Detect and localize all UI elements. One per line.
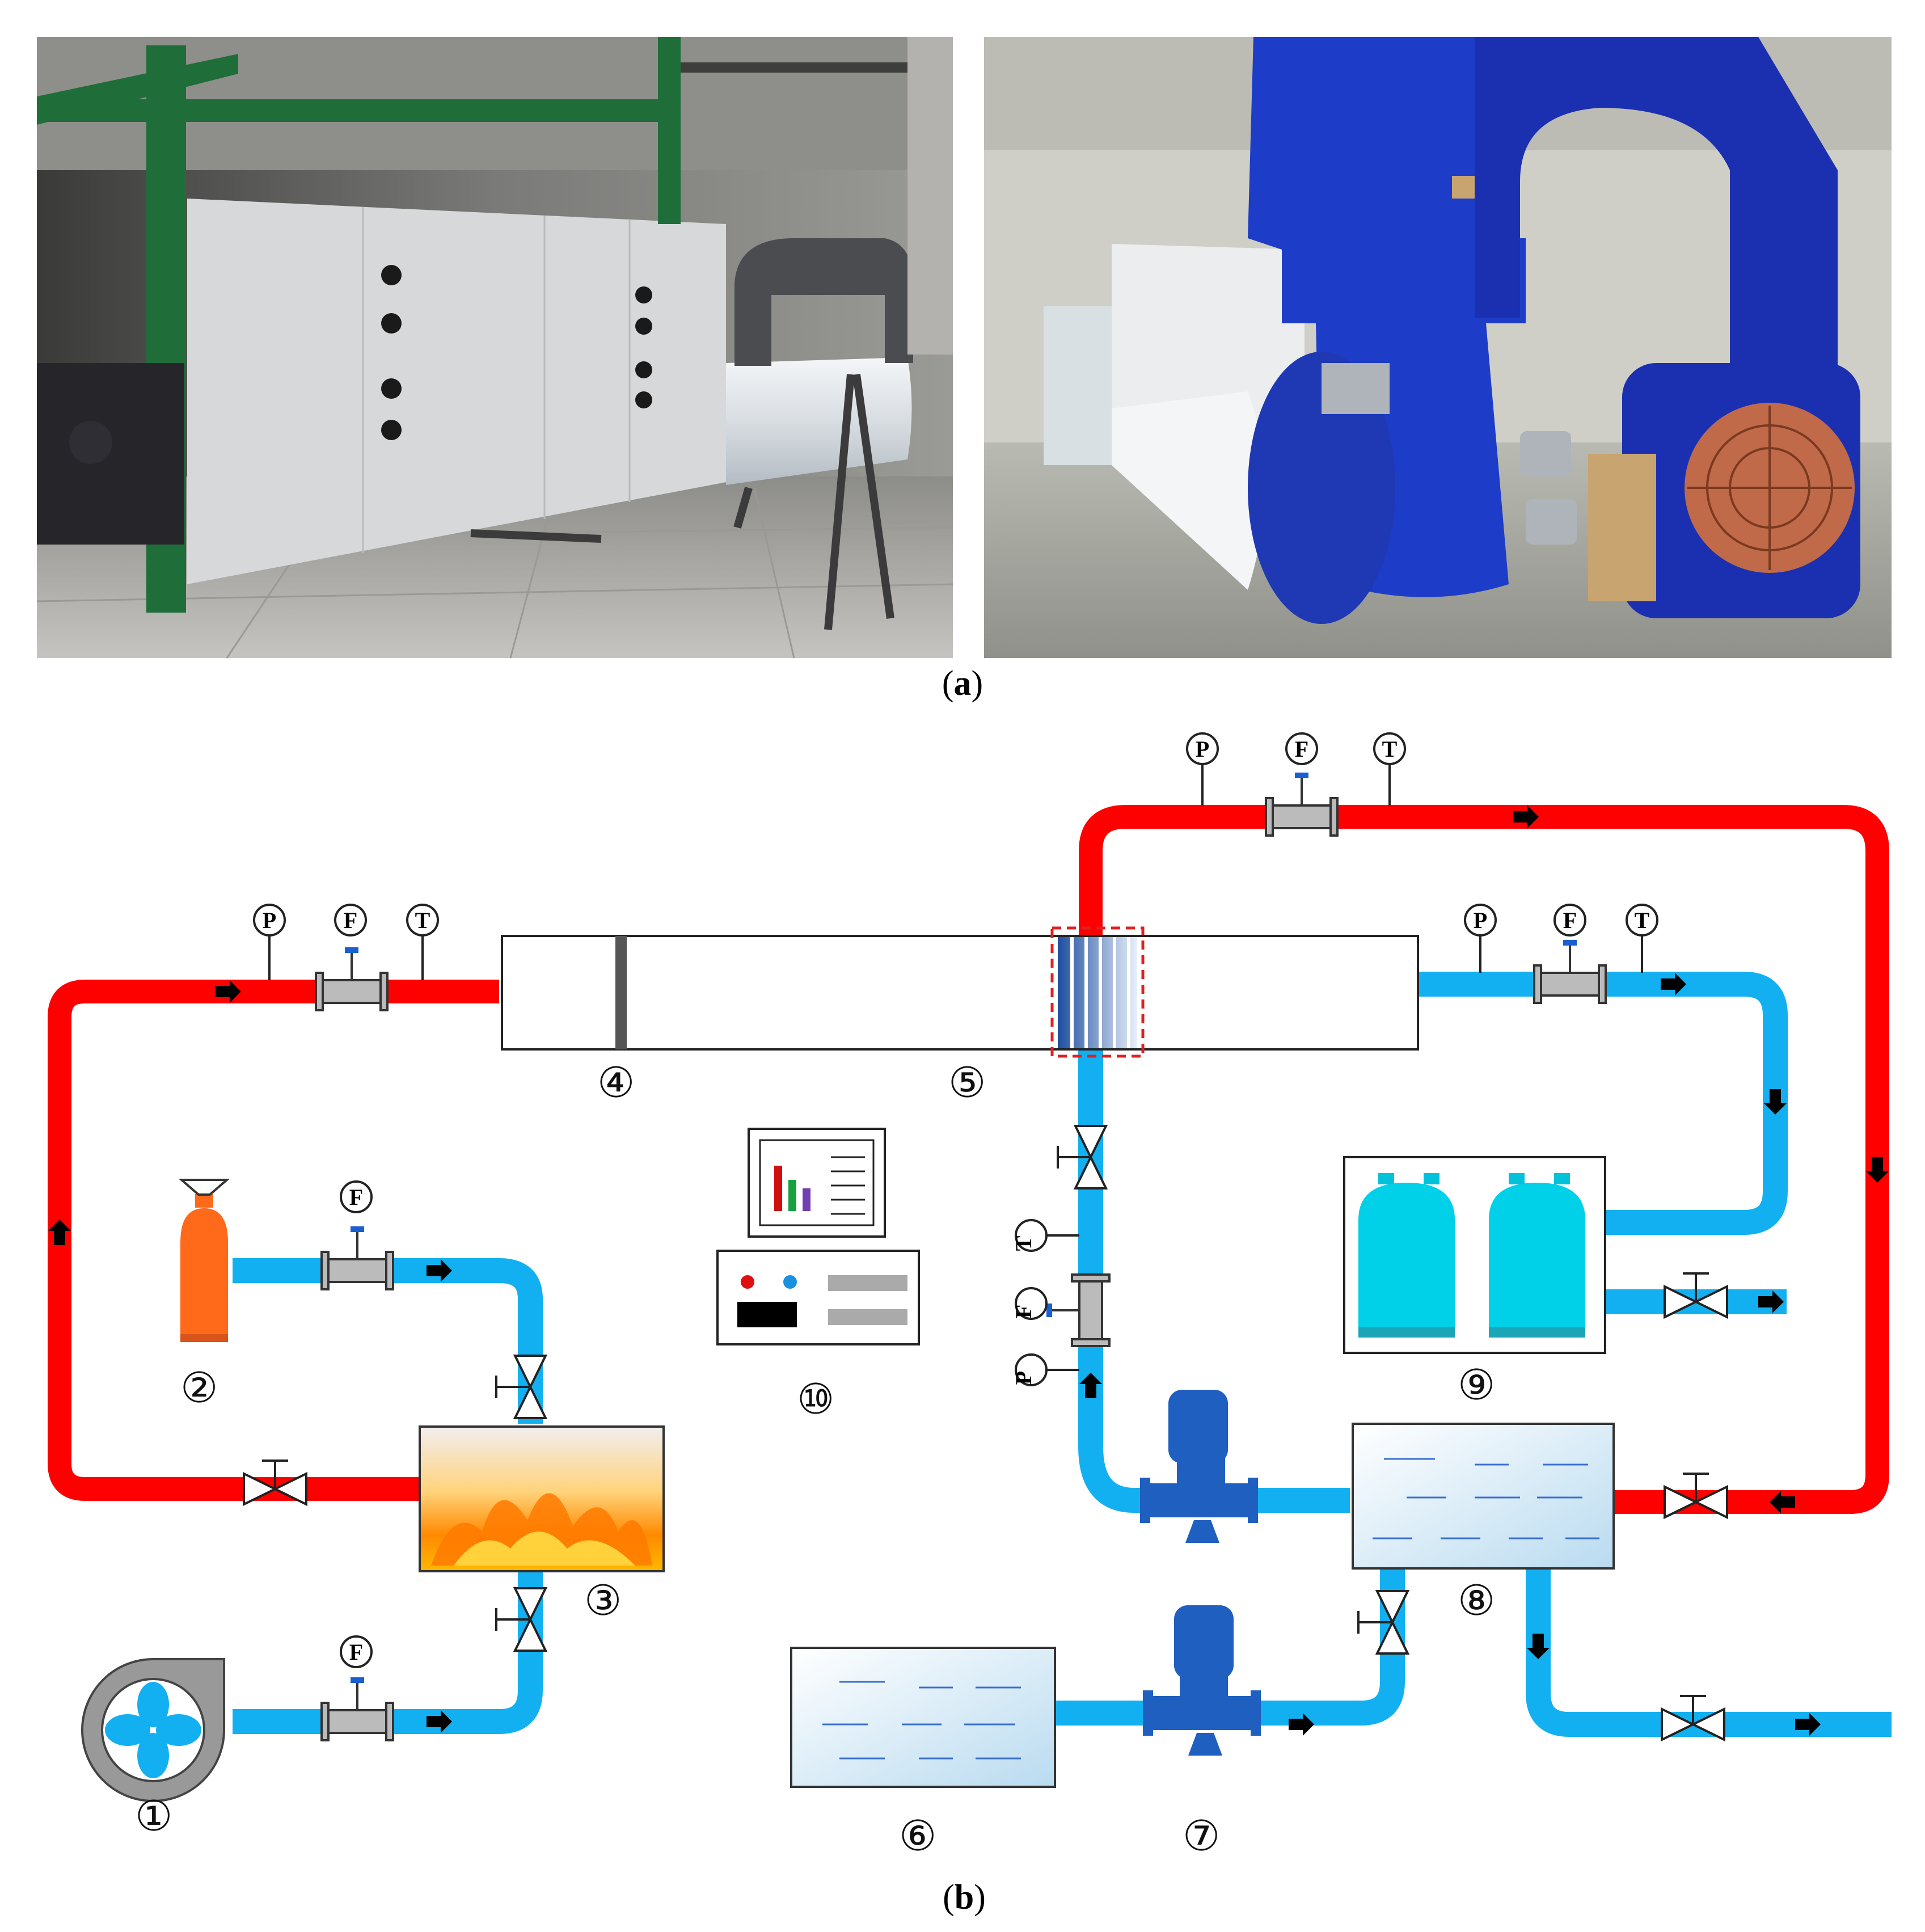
cold-pipes: [233, 972, 1892, 1737]
water-lines-6: [822, 1681, 1021, 1760]
water-tank: [790, 1647, 1056, 1788]
flow-gauge-letter: F: [349, 1184, 363, 1210]
photo-right: [984, 37, 1892, 658]
pressure-gauge-letter: P: [1474, 908, 1487, 933]
data-acquisition: [716, 1128, 920, 1345]
pressure-gauge-letter: P: [263, 908, 276, 933]
circulation-pump: [1140, 1390, 1258, 1543]
label-duct-plate: ④: [597, 1058, 635, 1107]
label-cylinders: ⑨: [1458, 1361, 1496, 1410]
sensor-ports: [381, 265, 652, 440]
burners: [1322, 363, 1577, 545]
flow-gauge-letter: F: [1295, 736, 1308, 762]
temperature-gauge-letter: T: [1635, 908, 1650, 933]
exhaust-arch: [734, 238, 913, 366]
combustor: [419, 1425, 665, 1572]
photo-left: [36, 37, 953, 659]
pressure-gauge-letter: P: [1196, 736, 1209, 762]
label-hot-water-tank: ⑧: [1458, 1576, 1496, 1625]
label-duct: ⑤: [948, 1058, 986, 1107]
duct-plate: [615, 936, 627, 1049]
flow-gauge-letter: F: [349, 1639, 363, 1665]
hot-pipe-left: [48, 980, 499, 1501]
label-combustor: ③: [584, 1576, 622, 1625]
water-lines-8: [1373, 1458, 1599, 1539]
hot-water-tank: [1352, 1423, 1615, 1570]
caption-close: ): [974, 1878, 986, 1917]
caption-open: (: [943, 1878, 955, 1917]
diagram-caption: (b): [930, 1878, 998, 1918]
label-blower: ①: [135, 1792, 173, 1841]
cylinder-cover: [1112, 391, 1265, 590]
sensor-gauges: P F T F F P F T P F T T F P: [253, 732, 1658, 1668]
caption-open: (: [942, 664, 954, 703]
temperature-gauge-letter: T: [1011, 1235, 1036, 1251]
support-stands: [470, 374, 894, 630]
caption-letter: b: [954, 1878, 974, 1917]
hot-pipe-right: [1079, 805, 1889, 1514]
sensor-stems: [268, 763, 1643, 1371]
flow-gauge-letter: F: [344, 908, 357, 933]
combustion-duct: [501, 926, 1419, 1058]
valves: [243, 1125, 1728, 1742]
temperature-gauge-letter: T: [1382, 736, 1398, 762]
label-gas-cylinder: ②: [180, 1364, 218, 1412]
cylinders: [1343, 1156, 1606, 1354]
valve-stems: [262, 1146, 1709, 1724]
label-data-acquisition: ⑩: [797, 1375, 835, 1424]
heat-exchanger-highlight: [1050, 926, 1145, 1058]
blower: [81, 1658, 225, 1802]
label-water-tank: ⑥: [899, 1812, 937, 1861]
photo-caption: (a): [928, 664, 997, 704]
flow-arrows: [48, 805, 1889, 1736]
gas-cylinder: [178, 1179, 230, 1342]
flow-gauge-letter: F: [1563, 908, 1577, 933]
temperature-gauge-letter: T: [415, 908, 430, 933]
pressure-gauge-letter: P: [1011, 1371, 1036, 1385]
caption-close: ): [971, 664, 983, 703]
flow-meters: [315, 773, 1607, 1741]
insulated-duct-wall: [187, 199, 726, 584]
caption-letter: a: [953, 664, 972, 703]
heat-exchanger: [1058, 937, 1137, 1048]
instrument-rack: [37, 363, 184, 545]
flow-gauge-letter: F: [1011, 1305, 1036, 1318]
label-supply-pump: ⑦: [1183, 1812, 1221, 1861]
supply-pump: [1143, 1605, 1261, 1756]
